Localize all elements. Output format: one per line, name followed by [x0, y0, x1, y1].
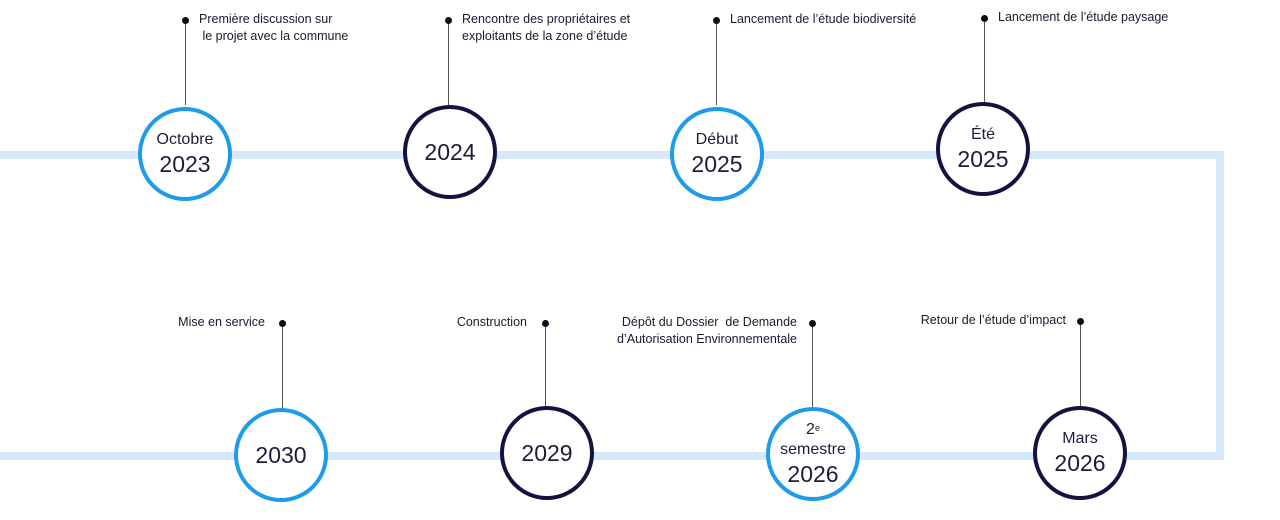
- milestone-circle: 2030: [234, 408, 328, 502]
- milestone-circle: 2024: [403, 105, 497, 199]
- milestone-note: Rencontre des propriétaires et exploitan…: [462, 12, 631, 43]
- marker-dot: [542, 320, 549, 327]
- connector-line: [812, 324, 813, 408]
- marker-dot: [279, 320, 286, 327]
- milestone-circle: 2e semestre 2026: [766, 407, 860, 501]
- connector-line: [545, 324, 546, 408]
- milestone-note: Dépôt du Dossier de Demande d’Autorisati…: [617, 315, 797, 346]
- milestone-circle: Début 2025: [670, 107, 764, 201]
- connector-line: [185, 21, 186, 105]
- milestone-label: Été: [970, 126, 995, 143]
- marker-dot: [809, 320, 816, 327]
- marker-dot: [981, 15, 988, 22]
- milestone-note: Mise en service: [178, 315, 265, 329]
- marker-dot: [445, 17, 452, 24]
- connector-line: [984, 19, 985, 103]
- milestone-year: 2024: [424, 139, 476, 165]
- milestone-year: 2023: [159, 151, 211, 177]
- milestone-year: 2030: [255, 442, 307, 468]
- marker-dot: [1077, 318, 1084, 325]
- milestone-year: 2025: [691, 151, 743, 177]
- timeline-track-top: [0, 151, 1224, 159]
- milestone-year: 2025: [957, 146, 1009, 172]
- milestone-label: Début: [695, 131, 739, 148]
- milestone-circle: 2029: [500, 406, 594, 500]
- milestone-note: Retour de l’étude d’impact: [920, 313, 1066, 327]
- milestone-label: semestre: [780, 441, 846, 458]
- milestone-circle: Mars 2026: [1033, 406, 1127, 500]
- marker-dot: [182, 17, 189, 24]
- timeline-track-bottom: [0, 452, 1224, 460]
- marker-dot: [713, 17, 720, 24]
- milestone-circle: Été 2025: [936, 102, 1030, 196]
- milestone-note: Construction: [456, 315, 527, 329]
- milestone-note: Lancement de l’étude biodiversité: [730, 12, 917, 26]
- connector-line: [1080, 322, 1081, 406]
- milestone-note: Première discussion sur le projet avec l…: [199, 12, 349, 43]
- connector-line: [282, 324, 283, 408]
- milestone-circle: Octobre 2023: [138, 107, 232, 201]
- connector-line: [716, 21, 717, 105]
- milestone-label: Mars: [1062, 430, 1098, 447]
- milestone-year: 2029: [521, 440, 573, 466]
- milestone-label: 2e: [806, 421, 820, 438]
- connector-line: [448, 21, 449, 105]
- milestone-year: 2026: [1054, 450, 1106, 476]
- milestone-note: Lancement de l’étude paysage: [998, 10, 1169, 24]
- milestone-label: Octobre: [156, 131, 214, 148]
- milestone-year: 2026: [787, 461, 839, 487]
- timeline-track-right: [1216, 151, 1224, 460]
